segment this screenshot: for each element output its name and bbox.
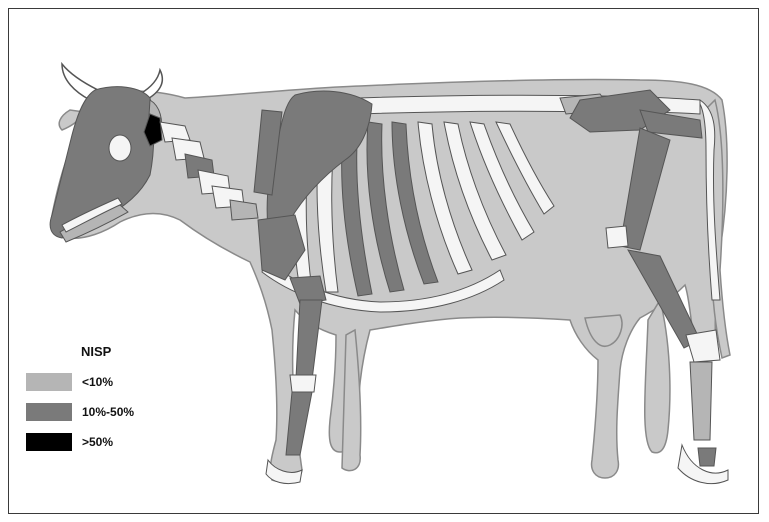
legend-row-high: >50%	[26, 432, 113, 452]
far-hindleg	[645, 300, 670, 453]
legend-title: NISP	[81, 344, 111, 359]
legend-row-low: <10%	[26, 372, 113, 392]
eye-orbit	[109, 135, 131, 161]
legend-label-high: >50%	[82, 435, 113, 449]
legend-label-mid: 10%-50%	[82, 405, 134, 419]
legend-swatch-low	[26, 373, 72, 391]
legend-swatch-mid	[26, 403, 72, 421]
legend: NISP <10% 10%-50% >50%	[26, 344, 166, 464]
legend-swatch-high	[26, 433, 72, 451]
legend-row-mid: 10%-50%	[26, 402, 134, 422]
legend-label-low: <10%	[82, 375, 113, 389]
skull	[50, 87, 162, 242]
